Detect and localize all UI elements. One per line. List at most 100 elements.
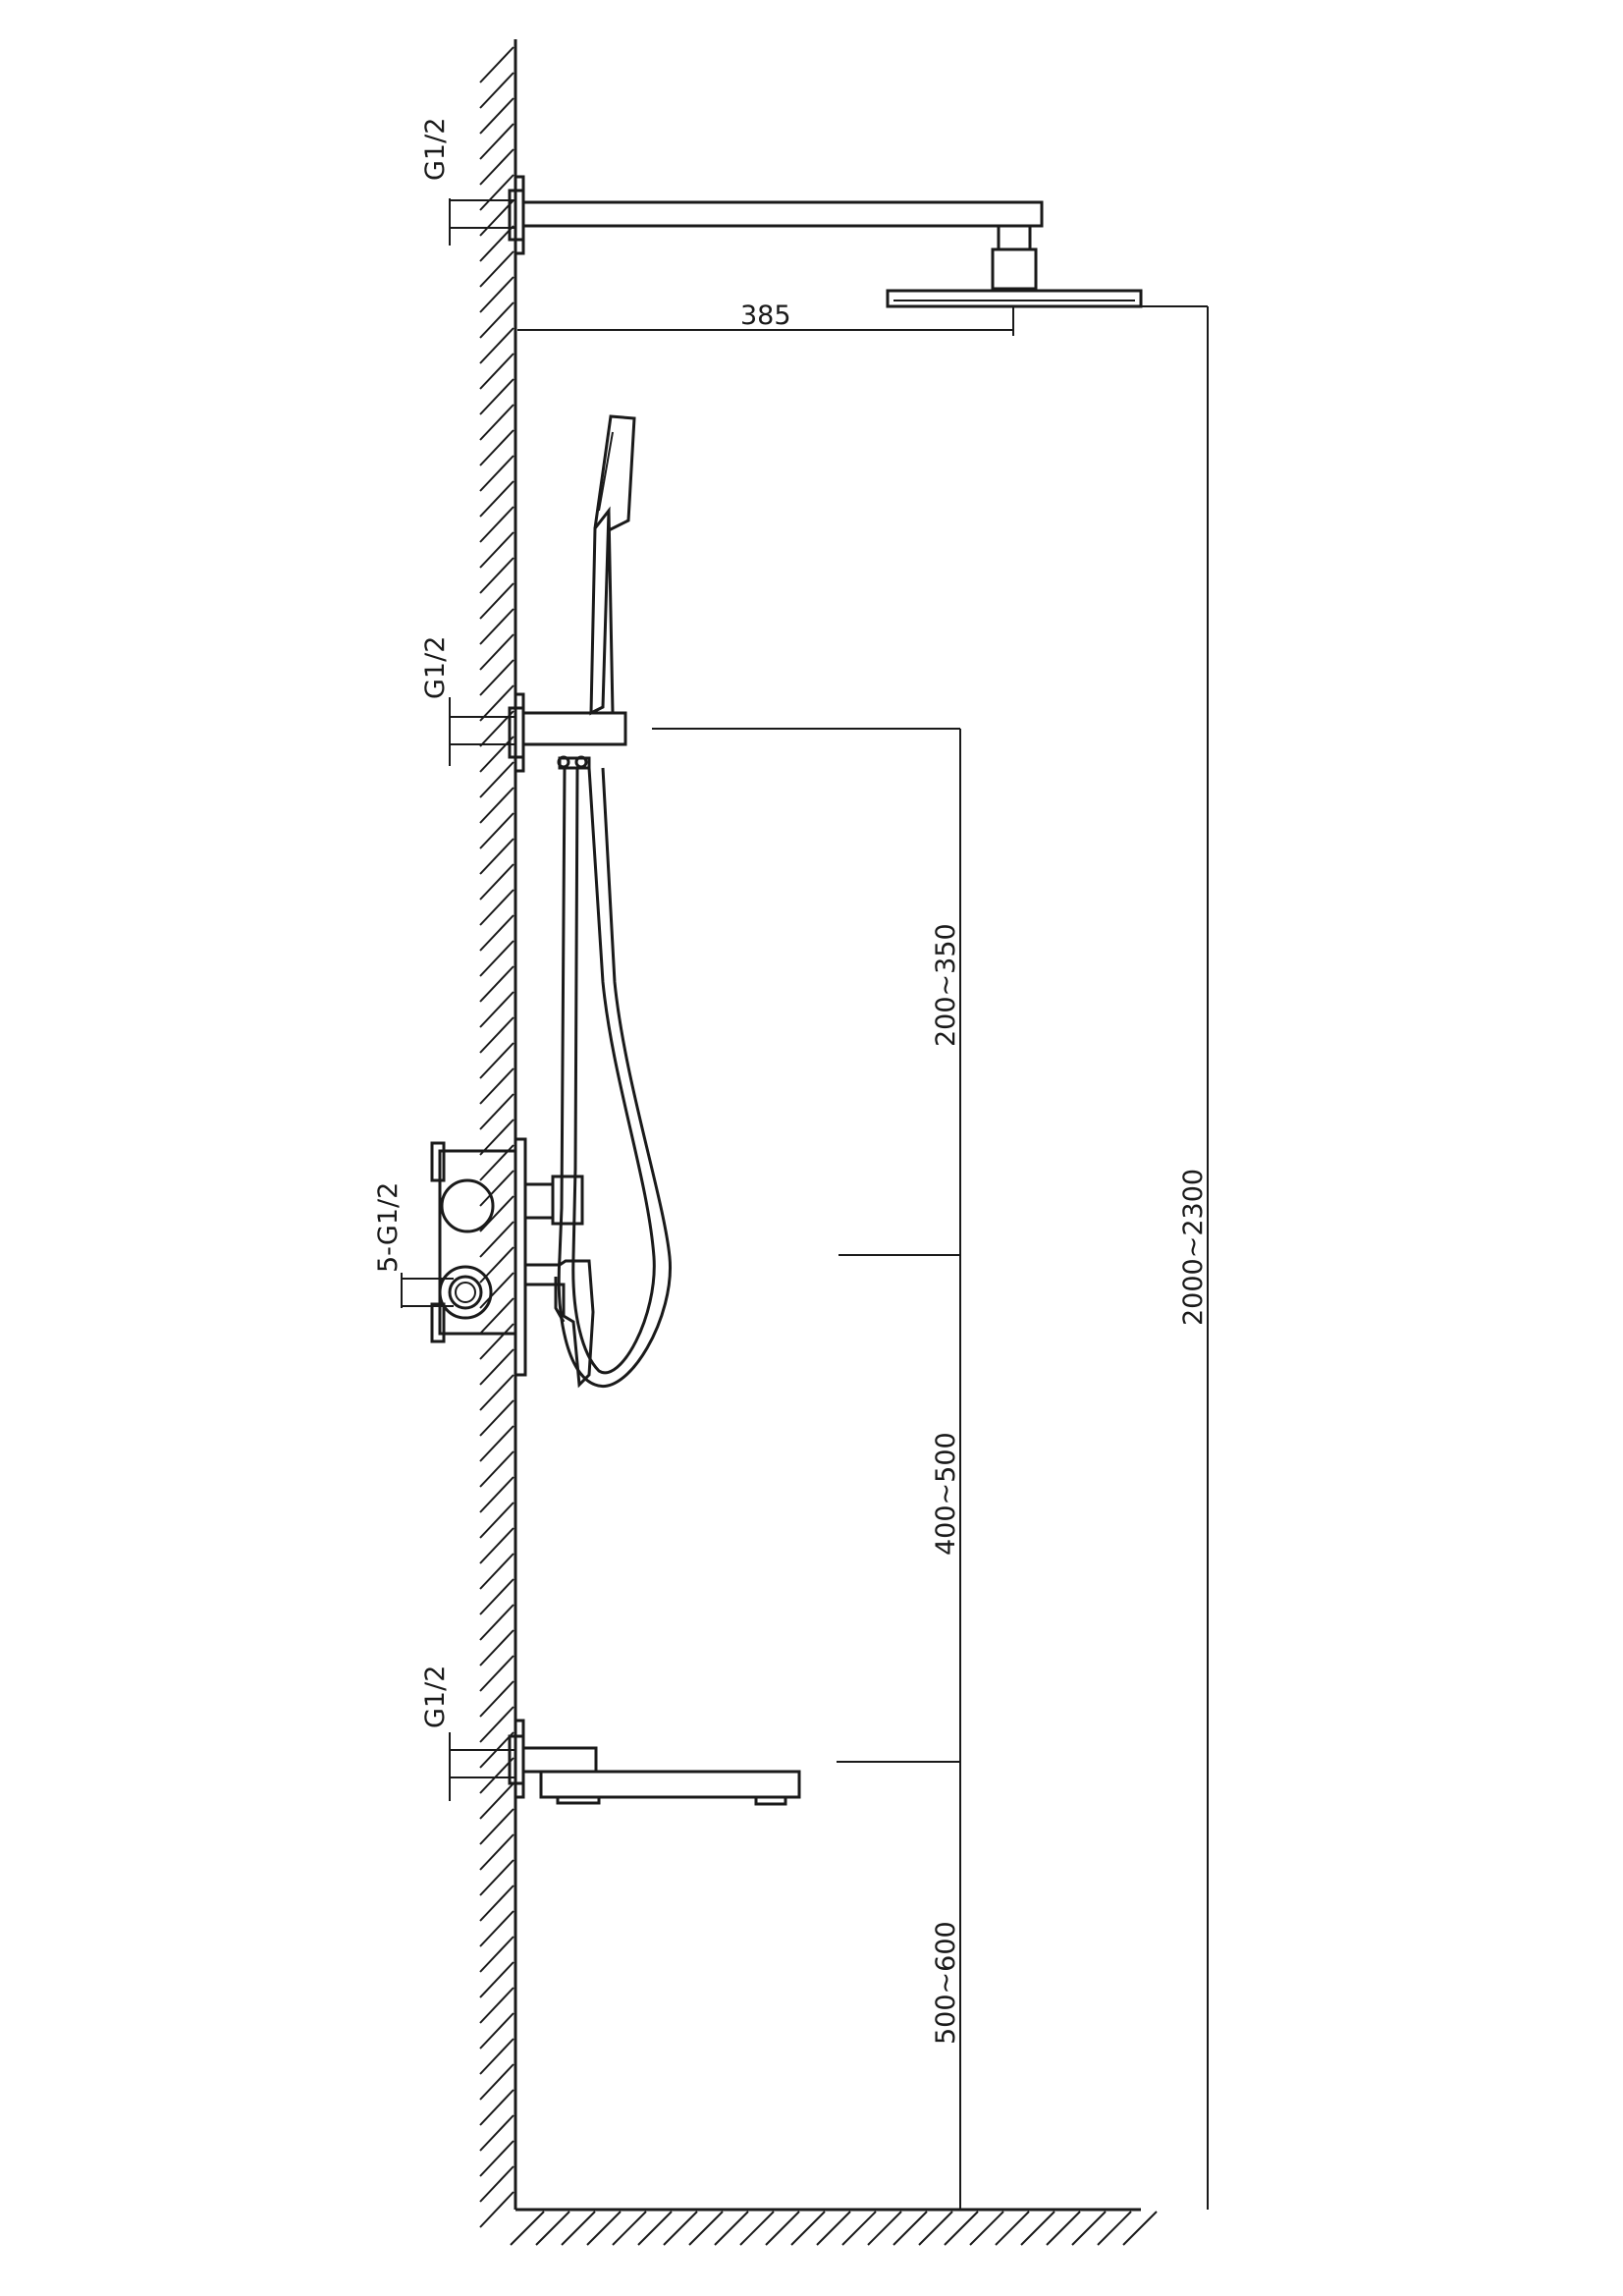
- hatch-line: [790, 2211, 826, 2246]
- callout-spout-thread: G1/2: [420, 1666, 515, 1801]
- hatch-line: [479, 2140, 514, 2177]
- hatch-line: [1046, 2211, 1081, 2246]
- hatch-line: [479, 97, 514, 135]
- valve-assembly: [430, 1137, 595, 1389]
- hatch-line: [479, 2191, 514, 2228]
- hatch-line: [479, 174, 514, 211]
- hatch-line: [479, 199, 514, 237]
- hatch-line: [479, 250, 514, 288]
- mixer-port-outer: [438, 1265, 493, 1320]
- hatch-line: [479, 1119, 514, 1156]
- hand-shower-head: [593, 414, 636, 532]
- hatch-line: [479, 404, 514, 441]
- floor-hatching: [510, 2211, 1158, 2246]
- hatch-line: [479, 276, 514, 313]
- hatch-line: [479, 863, 514, 901]
- label-holder-thread: G1/2: [420, 636, 451, 699]
- hatch-line: [1097, 2211, 1132, 2246]
- hatch-line: [479, 1476, 514, 1513]
- hatch-line: [479, 608, 514, 645]
- overhead-shower: [508, 175, 1143, 308]
- hatch-line: [479, 1910, 514, 1947]
- wall: [479, 39, 517, 2228]
- hatch-line: [479, 1527, 514, 1564]
- label-hand-shower-to-valve: 200~350: [931, 923, 961, 1047]
- hatch-line: [479, 812, 514, 849]
- hand-shower-assembly: [508, 414, 672, 1389]
- floor: [510, 2208, 1158, 2246]
- hatch-line: [479, 1425, 514, 1462]
- hatch-line: [479, 1067, 514, 1105]
- hatch-line: [479, 1093, 514, 1130]
- hatch-line: [479, 1987, 514, 2024]
- shower-head-connector: [997, 224, 1032, 251]
- hatch-line: [479, 1604, 514, 1641]
- hatch-line: [867, 2211, 902, 2246]
- hatch-line: [479, 991, 514, 1028]
- hatch-line: [479, 506, 514, 543]
- hand-shower-holder-block: [521, 711, 627, 746]
- hatch-line: [663, 2211, 698, 2246]
- hatch-line: [1122, 2211, 1158, 2246]
- spout-body: [539, 1770, 801, 1799]
- hatch-line: [479, 1655, 514, 1692]
- hatch-line: [479, 787, 514, 824]
- hatch-line: [479, 148, 514, 186]
- shower-hose: [557, 767, 672, 1389]
- hatch-line: [479, 123, 514, 160]
- hatch-line: [479, 480, 514, 518]
- hatch-line: [765, 2211, 800, 2246]
- hatch-line: [612, 2211, 647, 2246]
- hatch-line: [479, 1348, 514, 1386]
- hatch-line: [479, 1757, 514, 1794]
- hatch-line: [479, 684, 514, 722]
- hatch-line: [637, 2211, 673, 2246]
- hatch-line: [479, 633, 514, 671]
- hatch-line: [479, 1885, 514, 1922]
- hatch-line: [479, 965, 514, 1003]
- hatch-line: [739, 2211, 775, 2246]
- hatch-line: [479, 557, 514, 594]
- bath-spout: [508, 1719, 801, 1806]
- hatch-line: [479, 838, 514, 875]
- label-head-to-floor: 2000~2300: [1178, 1169, 1209, 1326]
- label-spout-to-floor: 500~600: [931, 1921, 961, 2045]
- hatch-line: [479, 1042, 514, 1079]
- hatch-line: [944, 2211, 979, 2246]
- hatch-line: [479, 889, 514, 926]
- callout-holder-thread: G1/2: [420, 636, 515, 766]
- hatch-line: [479, 1221, 514, 1258]
- hatch-line: [510, 2211, 545, 2246]
- dimension-arm-projection: 385: [517, 301, 1014, 336]
- hatch-line: [479, 46, 514, 83]
- hatch-line: [479, 301, 514, 339]
- hatch-line: [479, 327, 514, 364]
- hatch-line: [479, 225, 514, 262]
- hatch-line: [479, 72, 514, 109]
- hatch-line: [1020, 2211, 1055, 2246]
- hatch-line: [479, 1297, 514, 1335]
- hatch-line: [479, 1016, 514, 1054]
- hatch-line: [561, 2211, 596, 2246]
- hatch-line: [479, 2012, 514, 2050]
- hatch-line: [479, 1578, 514, 1615]
- hatch-line: [479, 2089, 514, 2126]
- diverter-outlet: [523, 1182, 555, 1220]
- valve-body-frame: [438, 1149, 517, 1336]
- hatch-line: [479, 659, 514, 696]
- hatch-line: [479, 429, 514, 466]
- hatch-line: [479, 1553, 514, 1590]
- hatch-line: [479, 940, 514, 977]
- callout-shower-arm-thread: G1/2: [420, 118, 515, 246]
- hatch-line: [479, 2165, 514, 2203]
- hatch-line: [479, 1502, 514, 1539]
- label-valve-to-spout: 400~500: [931, 1432, 961, 1556]
- shower-head-plate: [886, 289, 1143, 308]
- hatch-line: [479, 1374, 514, 1411]
- hatch-line: [1071, 2211, 1107, 2246]
- hatch-line: [479, 1323, 514, 1360]
- hatch-line: [841, 2211, 877, 2246]
- dimension-spout-to-floor: 500~600: [931, 1762, 961, 2210]
- hatch-line: [479, 531, 514, 569]
